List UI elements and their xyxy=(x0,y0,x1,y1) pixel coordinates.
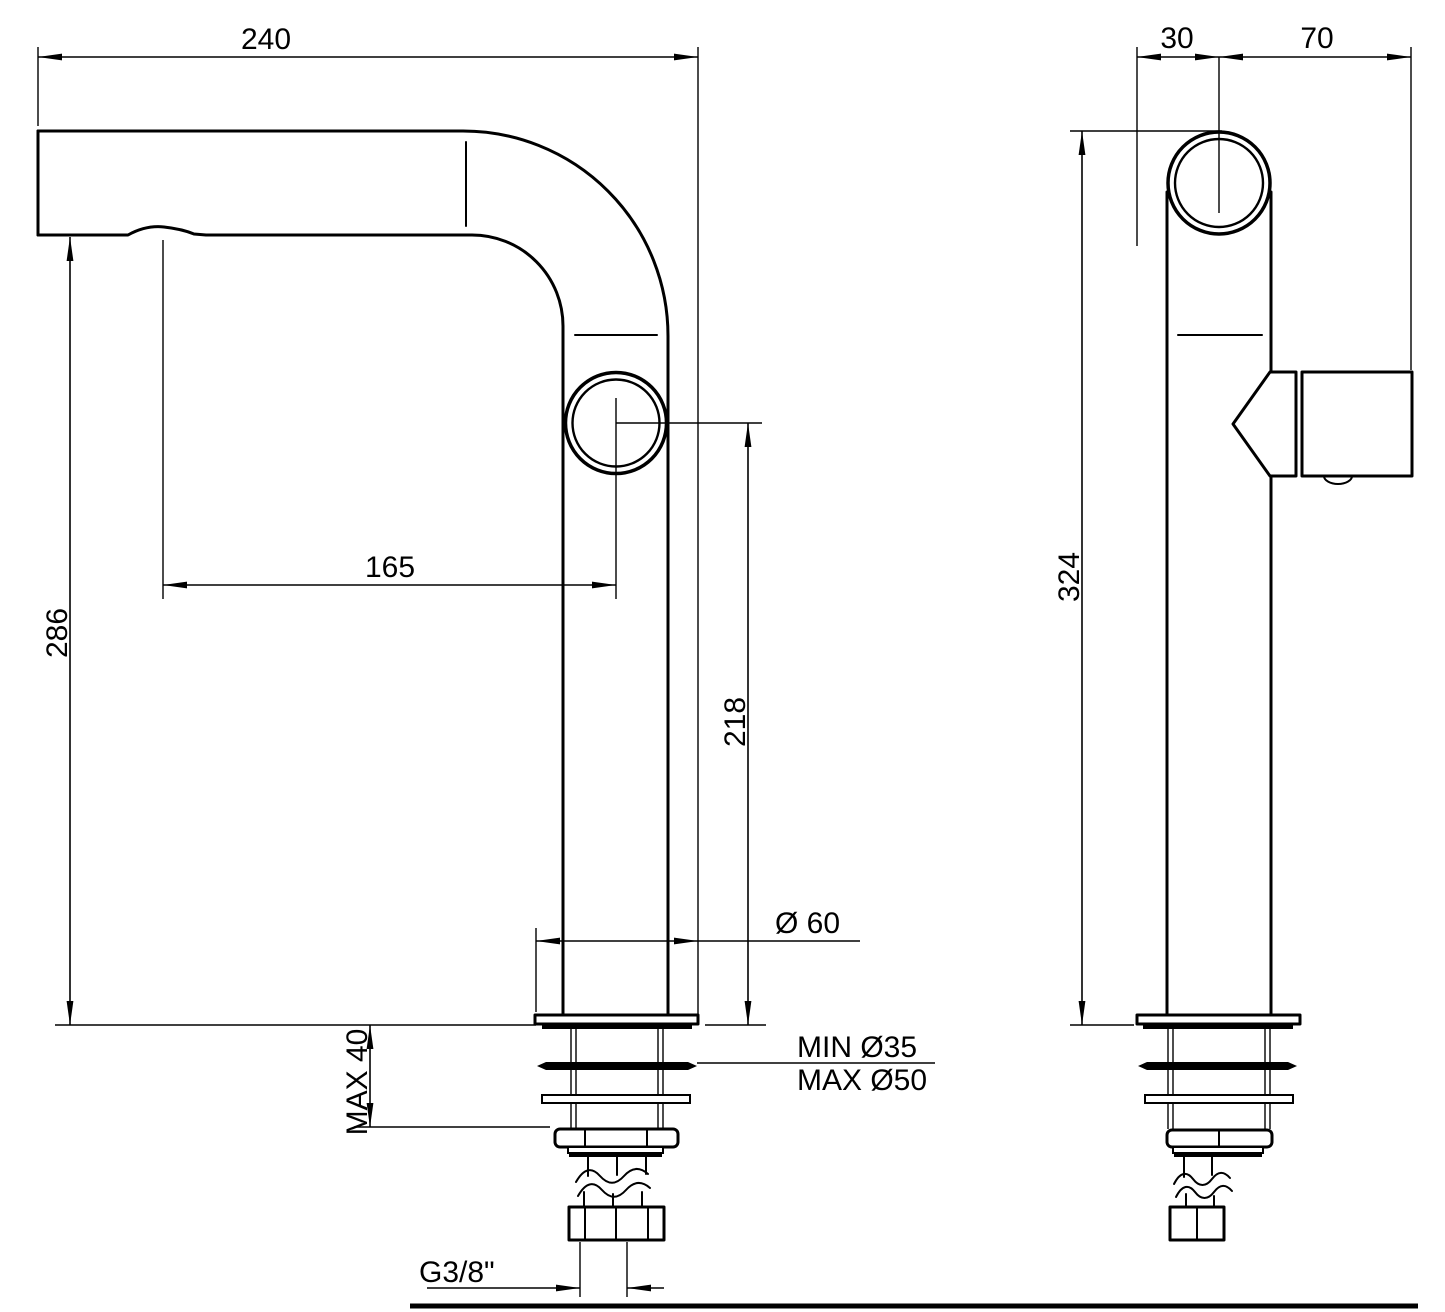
spout-end-circle-outer xyxy=(1166,130,1272,236)
handle-knob-outer xyxy=(563,370,669,476)
supply-hose-side xyxy=(1173,1156,1233,1208)
front-view xyxy=(36,129,700,1242)
shank xyxy=(570,1029,664,1128)
plain-washer-side xyxy=(1144,1094,1294,1104)
side-view-dimensions: 30 70 324 xyxy=(1053,22,1412,1026)
mounting-nut xyxy=(553,1127,680,1157)
shank-side xyxy=(1167,1029,1271,1129)
spout-end-circle-inner xyxy=(1173,137,1265,229)
label-hole-max: MAX Ø50 xyxy=(797,1064,927,1097)
dim-218-label: 218 xyxy=(719,697,752,747)
dim-g38-label: G3/8" xyxy=(419,1256,495,1289)
plain-washer xyxy=(541,1094,691,1104)
gasket-washer xyxy=(537,1062,697,1070)
handle-knob-inner xyxy=(571,378,661,468)
base-flange-edge-side xyxy=(1143,1024,1293,1029)
dim-max40-label: MAX 40 xyxy=(341,1029,374,1136)
coupling-nut xyxy=(567,1205,666,1242)
tap-outline-outer xyxy=(36,129,670,1017)
dim-240-label: 240 xyxy=(241,23,291,56)
dim-dia60-label: Ø 60 xyxy=(775,907,840,940)
mounting-nut-side xyxy=(1165,1128,1274,1157)
dim-324-label: 324 xyxy=(1053,552,1086,602)
dim-286-label: 286 xyxy=(41,608,74,658)
dim-165-label: 165 xyxy=(365,551,415,584)
tap-outline-inner xyxy=(36,225,565,1017)
dim-70-label: 70 xyxy=(1300,22,1333,55)
base-flange xyxy=(533,1013,700,1026)
dim-30-label: 30 xyxy=(1160,22,1193,55)
base-flange-edge xyxy=(542,1024,692,1029)
supply-hose xyxy=(575,1156,651,1208)
label-hole-min: MIN Ø35 xyxy=(797,1031,917,1064)
handle-side xyxy=(1231,370,1414,485)
handle-underside-detail xyxy=(1323,475,1353,485)
front-view-dimensions: 240 286 165 218 Ø 60 MIN Ø35 MAX Ø50 MAX… xyxy=(37,23,935,1297)
coupling-nut-side xyxy=(1168,1205,1226,1242)
base-flange-side xyxy=(1135,1013,1302,1026)
gasket-washer-side xyxy=(1138,1062,1297,1070)
side-view xyxy=(1135,130,1414,1242)
